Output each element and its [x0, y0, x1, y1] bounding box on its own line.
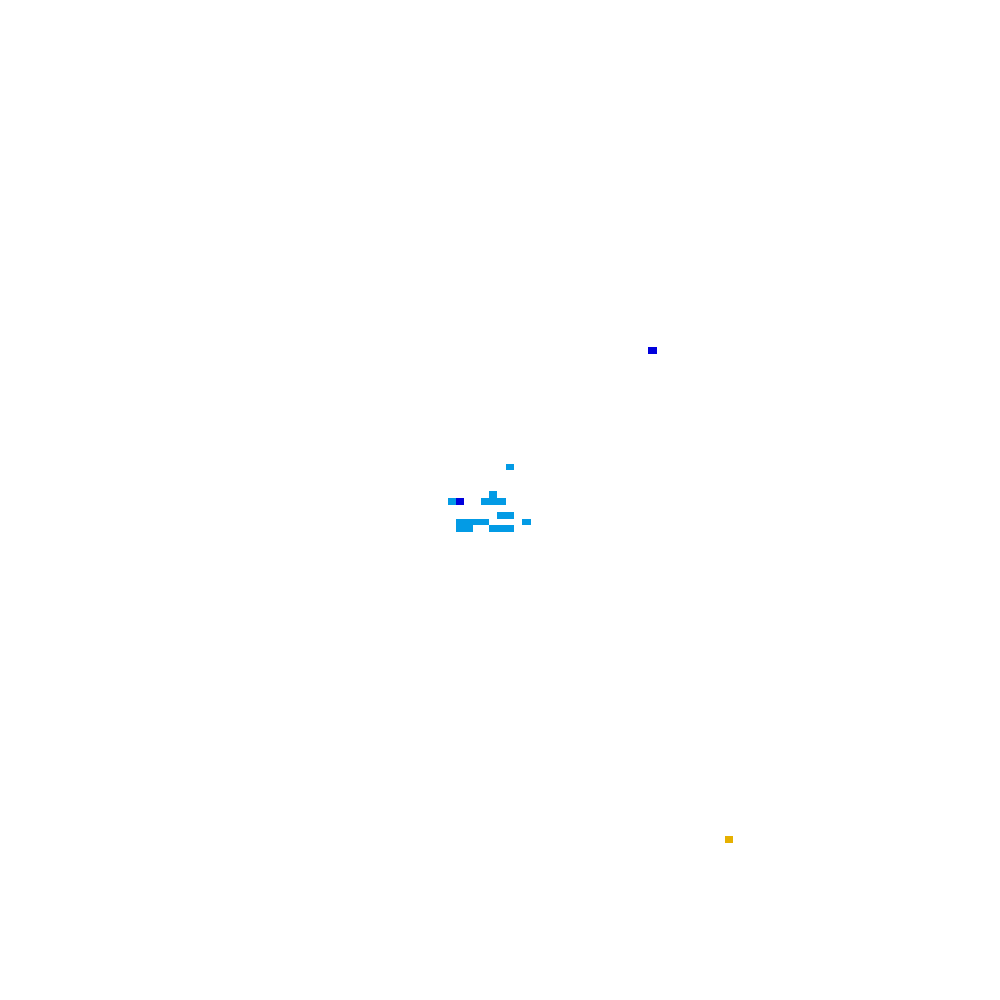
light-blue-cell-2 — [489, 491, 497, 498]
light-blue-cell-1 — [506, 464, 514, 470]
amber-cell-1 — [725, 836, 733, 843]
light-blue-cell-9 — [489, 525, 514, 532]
dark-blue-cell-2 — [456, 498, 464, 505]
light-blue-cell-8 — [456, 525, 473, 532]
light-blue-cell-4 — [481, 498, 506, 505]
light-blue-cell-3 — [448, 498, 456, 505]
light-blue-cell-7 — [522, 519, 531, 525]
dark-blue-cell-1 — [648, 347, 657, 354]
light-blue-cell-6 — [456, 519, 489, 525]
light-blue-cell-5 — [497, 512, 514, 519]
